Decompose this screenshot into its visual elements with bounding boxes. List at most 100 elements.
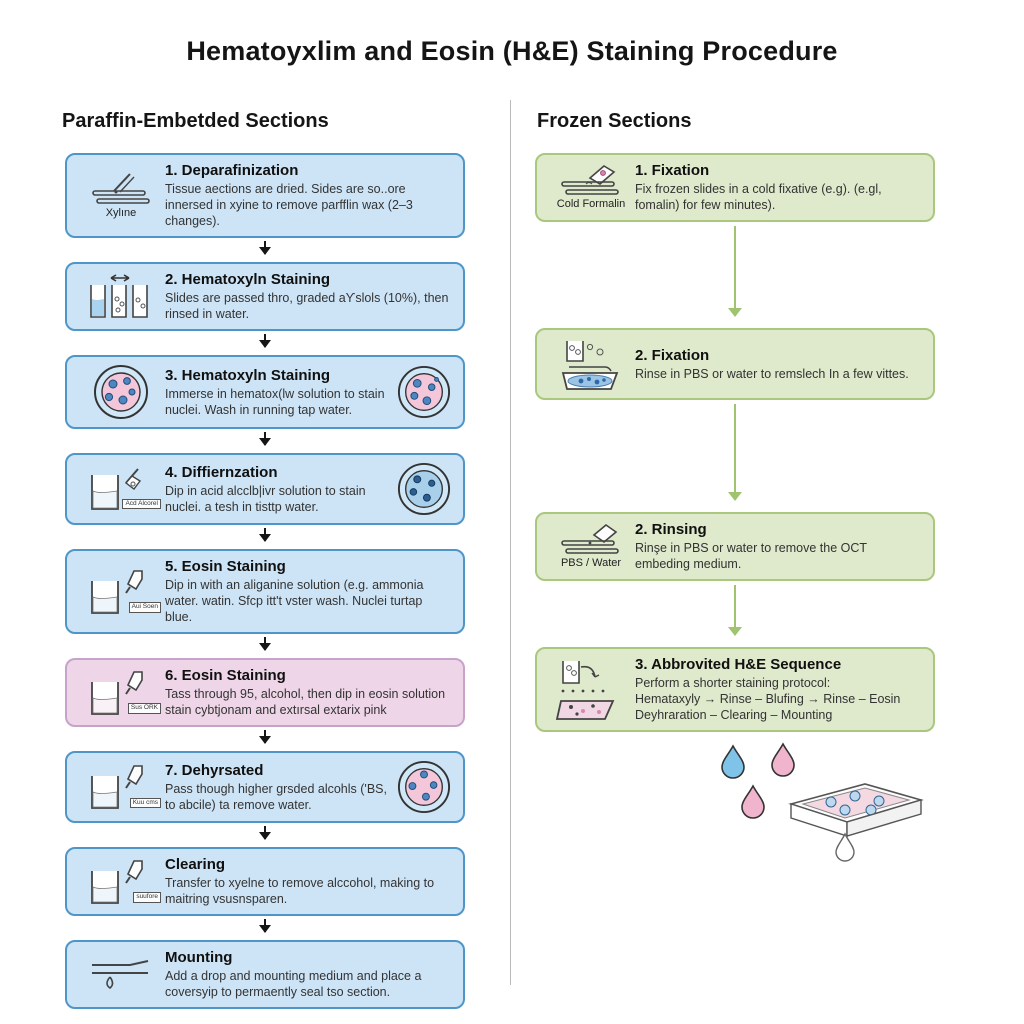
step-desc: Rinşe in PBS or water to remove the OCT … [635,541,867,571]
step-desc: Dip in acid alcclb|ivr solution to stain… [165,483,366,514]
icon-wrap: Kuu cms [77,762,165,812]
left-step-clearing: suufore Clearing Transfer to xyelne to r… [65,847,465,916]
xylene-slide-icon [92,173,150,205]
step-title: 1. Fixation [635,162,710,179]
right-step-rinsing: PBS / Water 2. Rinsing Rinşe in PBS or w… [535,512,935,581]
right-art [395,365,453,419]
step-text: 1. Fixation Fix frozen slides in a cold … [635,162,923,213]
step-desc: Fix frozen slides in a cold fixative (e.… [635,182,882,212]
left-step-deparafinization: Xylıne 1. Deparafinization Tissue aectio… [65,153,465,238]
icon-wrap: Xylıne [77,171,165,220]
icon-wrap [547,337,635,391]
down-arrow-green [734,226,736,316]
left-step-graded-alcohols: 2. Hematoxyln Staining Slides are passed… [65,262,465,331]
beaker-label: Acd Alcorel [122,498,161,509]
step-text: 1. Deparafinization Tissue aections are … [165,162,453,229]
paraffin-column: Xylıne 1. Deparafinization Tissue aectio… [65,153,465,1009]
icon-wrap [77,955,165,995]
beaker-label: Aui Soen [128,602,161,613]
step-desc: Perform a shorter staining protocol: Hem… [635,676,901,722]
stained-slide-illustration [695,738,925,878]
stained-cells-icon [397,760,451,814]
step-title: 3. Hematoxyln Staining [165,366,331,384]
step-title: 1. Deparafinization [165,162,299,179]
down-arrow [264,528,266,541]
step-text: 6. Eosin Staining Tass through 95, alcoh… [165,667,453,718]
right-step-fixation-2: 2. Fixation Rinse in PBS or water to rem… [535,328,935,400]
step-title: 2. Hematoxyln Staining [165,271,331,288]
beaker-tray-icon [561,341,619,390]
down-arrow-green [734,404,736,500]
step-desc: Dip in with an aliganine solution (e.g. … [165,578,424,624]
step-title: 5. Eosin Staining [165,558,286,575]
right-column-header: Frozen Sections [537,110,692,132]
step-desc: Rinse in PBS or water to remslech In a f… [635,366,909,381]
down-arrow [264,432,266,445]
down-arrow [264,919,266,932]
right-art [395,462,453,516]
step-title: Clearing [165,856,226,873]
icon-wrap: Acd Alcorel [77,465,165,513]
down-arrow-green [734,585,736,635]
step-desc: Pass though higher grsded alcohls ('BS, … [165,781,387,812]
icon-caption: PBS / Water [560,557,622,570]
right-art [395,760,453,814]
pbs-water-slide-icon [561,524,619,555]
down-arrow [264,826,266,839]
icon-wrap: Sus ORK [77,668,165,718]
acid-alcohol-beaker-icon [91,468,142,510]
down-arrow [264,334,266,347]
beaker-label: suufore [133,892,161,903]
step-title: 7. Dehyrsated [165,761,264,779]
step-text: 3. Abbrovited H&E Sequence Perform a sho… [635,656,923,723]
step-title: 2. Fixation [635,346,710,364]
column-divider [510,100,511,985]
step-text: 5. Eosin Staining Dip in with an aligani… [165,558,453,625]
step-text: Clearing Transfer to xyelne to remove al… [165,856,453,907]
step-title: Mounting [165,949,233,966]
beaker-label: Kuu cms [129,797,161,808]
step-title: 3. Abbrovited H&E Sequence [635,656,842,673]
icon-wrap: PBS / Water [547,523,635,570]
down-arrow [264,730,266,743]
down-arrow [264,241,266,254]
eosin-beaker-icon [91,670,143,715]
cold-formalin-slide-icon [561,165,619,196]
pour-tray-icon [555,660,615,720]
page-title: Hematoyxlim and Eosin (H&E) Staining Pro… [186,36,838,66]
left-step-dehydration: Kuu cms 7. Dehyrsated Pass though higher… [65,751,465,823]
icon-wrap: Cold Formalin [547,164,635,211]
blue-cells-icon [397,462,451,516]
left-step-bluing: Aui Soen 5. Eosin Staining Dip in with a… [65,549,465,634]
dehydration-beaker-icon [91,765,143,809]
beaker-label: Sus ORK [127,703,161,714]
clearing-beaker-icon [91,859,143,904]
stained-cells-icon [94,365,148,419]
stained-cells-icon [397,365,451,419]
step-text: Mounting Add a drop and mounting medium … [165,949,453,1000]
step-text: 7. Dehyrsated Pass though higher grsded … [165,762,395,813]
step-desc: Tissue aections are dried. Sides are so.… [165,182,413,228]
left-step-hematoxylin: 3. Hematoxyln Staining Immerse in hemato… [65,355,465,429]
icon-wrap: Aui Soen [77,567,165,617]
step-title: 2. Rinsing [635,521,707,538]
frozen-column: Cold Formalin 1. Fixation Fix frozen sli… [535,153,935,732]
step-title: 4. Diffiernzation [165,463,278,481]
bluing-beaker-icon [91,569,143,614]
down-arrow [264,637,266,650]
step-title: 6. Eosin Staining [165,667,286,684]
step-desc: Immerse in hematox(lw solution to stain … [165,386,385,417]
icon-wrap: suufore [77,857,165,907]
step-desc: Add a drop and mounting medium and place… [165,969,422,999]
step-text: 4. Diffiernzation Dip in acid alcclb|ivr… [165,464,395,515]
step-text: 2. Fixation Rinse in PBS or water to rem… [635,347,923,382]
graded-beakers-icon [90,273,148,318]
step-text: 2. Hematoxyln Staining Slides are passed… [165,271,453,322]
icon-wrap [77,273,165,321]
step-desc: Slides are passed thro, graded aϒslols (… [165,291,449,321]
icon-caption: Xylıne [105,207,137,220]
mounting-slide-icon [92,959,149,989]
step-desc: Tass through 95, alcohol, then dip in eo… [165,687,446,717]
right-step-abbreviated-sequence: 3. Abbrovited H&E Sequence Perform a sho… [535,647,935,732]
